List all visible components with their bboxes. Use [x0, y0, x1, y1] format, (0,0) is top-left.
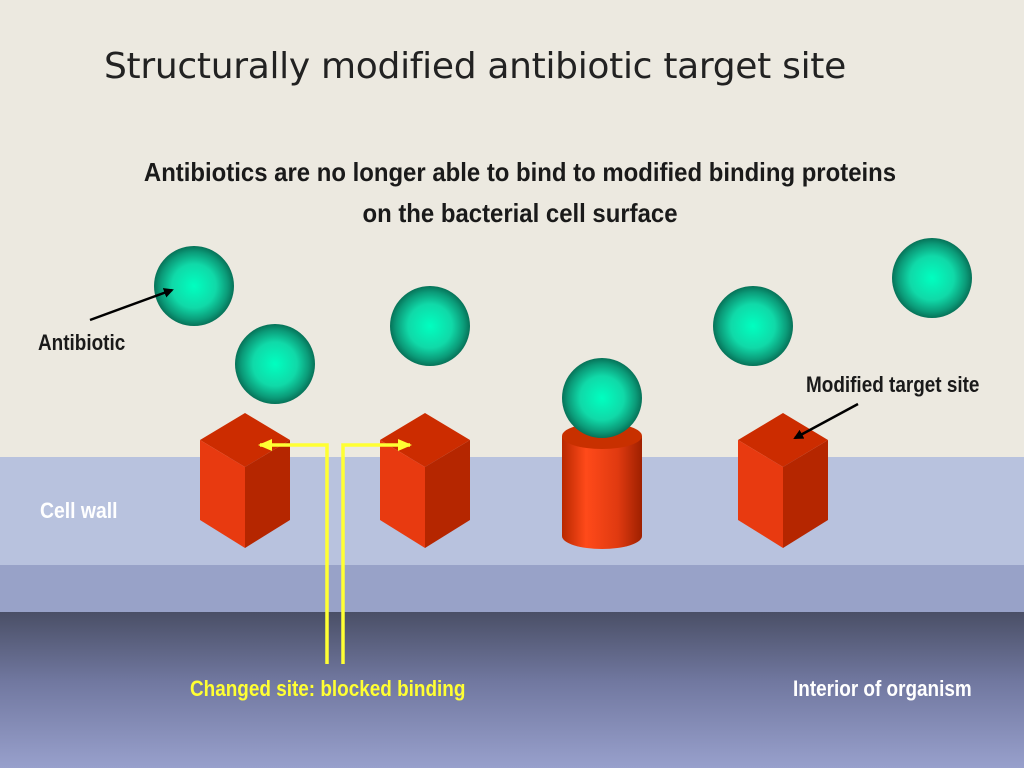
cell-interior-layer [0, 612, 1024, 768]
antibiotic-sphere [154, 246, 234, 326]
modified-site-pointer-arrow [793, 402, 859, 440]
antibiotic-sphere-bound [562, 358, 642, 438]
subtitle-line-2: on the bacterial cell surface [362, 198, 678, 228]
antibiotic-sphere [235, 324, 315, 404]
cell-wall-label: Cell wall [40, 498, 118, 523]
antibiotic-pointer-arrow [89, 288, 174, 322]
subtitle-line-1: Antibiotics are no longer able to bind t… [143, 157, 897, 187]
modified-target-site-box [380, 413, 470, 548]
changed-site-indicator-left [258, 439, 329, 664]
modified-target-site-box [738, 413, 828, 548]
modified-target-site-label: Modified target site [806, 372, 980, 397]
antibiotic-label: Antibiotic [38, 330, 126, 355]
changed-site-indicator-right [341, 439, 412, 664]
changed-site-label: Changed site: blocked binding [190, 676, 466, 701]
modified-target-site-box [200, 413, 290, 548]
page-title: Structurally modified antibiotic target … [104, 46, 846, 87]
cell-membrane-band [0, 565, 1024, 612]
antibiotic-sphere [892, 238, 972, 318]
normal-target-site-cylinder [562, 423, 642, 549]
antibiotic-sphere [390, 286, 470, 366]
antibiotic-sphere [713, 286, 793, 366]
subtitle: Antibiotics are no longer able to bind t… [78, 152, 961, 234]
background [0, 0, 1024, 457]
interior-label: Interior of organism [793, 676, 972, 701]
cell-wall-layer [0, 457, 1024, 565]
